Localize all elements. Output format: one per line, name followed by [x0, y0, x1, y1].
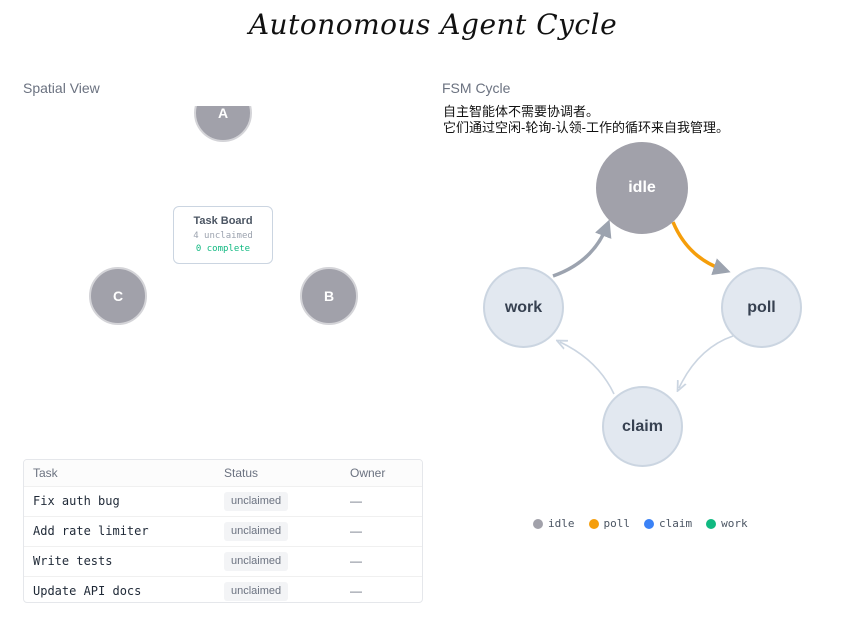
arrow-claim-to-work	[560, 342, 615, 395]
legend-item-poll: poll	[588, 517, 631, 530]
agent-label-b: B	[323, 288, 335, 304]
legend-dot-claim	[644, 518, 654, 529]
task-board[interactable]: Task Board 4 unclaimed 0 complete	[173, 206, 273, 264]
status-badge: unclaimed	[224, 522, 289, 541]
fsm-state-claim-label: claim	[622, 417, 663, 435]
legend-dot-idle	[533, 518, 543, 529]
fsm-note: 自主智能体不需要协调者。 它们通过空闲-轮询-认领-工作的循环来自我管理。	[443, 104, 729, 136]
legend-label-claim: claim	[659, 517, 693, 530]
agent-label-c: C	[112, 288, 124, 304]
table-header: Task Status Owner	[24, 460, 422, 487]
task-owner: —	[350, 554, 362, 568]
fsm-state-poll-label: poll	[747, 298, 776, 316]
table-row[interactable]: Write tests unclaimed —	[24, 547, 422, 577]
agent-node-c[interactable]: C	[89, 267, 147, 325]
legend-dot-work	[706, 518, 717, 529]
task-board-title: Task Board	[193, 215, 253, 227]
task-name: Write tests	[33, 554, 113, 568]
task-board-unclaimed: 4 unclaimed	[193, 231, 253, 241]
legend-item-idle: idle	[533, 517, 575, 530]
agent-label-a: A	[217, 105, 229, 121]
task-owner: —	[350, 494, 362, 508]
fsm-legend: idle poll claim work	[533, 517, 748, 530]
legend-label-work: work	[721, 517, 748, 530]
arrow-idle-to-poll	[671, 221, 731, 275]
task-owner: —	[350, 524, 362, 538]
fsm-state-idle-label: idle	[628, 179, 656, 196]
legend-label-idle: idle	[548, 517, 575, 530]
legend-item-claim: claim	[644, 517, 692, 530]
task-table: Task Status Owner Fix auth bug unclaimed…	[23, 459, 423, 603]
fsm-state-poll[interactable]: poll	[721, 267, 802, 348]
page-title: Autonomous Agent Cycle	[248, 8, 618, 41]
header-owner: Owner	[350, 466, 386, 480]
table-row[interactable]: Update API docs unclaimed —	[24, 577, 422, 602]
fsm-note-line-1: 自主智能体不需要协调者。	[443, 104, 600, 119]
header-status: Status	[224, 466, 259, 480]
task-name: Update API docs	[33, 584, 142, 598]
task-name: Add rate limiter	[33, 524, 149, 538]
agent-node-b[interactable]: B	[300, 267, 358, 325]
fsm-state-idle[interactable]: idle	[596, 142, 688, 234]
task-owner: —	[350, 584, 362, 598]
fsm-cycle-label: FSM Cycle	[442, 80, 511, 96]
fsm-state-work-label: work	[504, 298, 543, 316]
legend-item-work: work	[706, 517, 748, 530]
fsm-state-claim[interactable]: claim	[602, 386, 683, 467]
status-badge: unclaimed	[224, 582, 289, 601]
status-badge: unclaimed	[224, 552, 289, 571]
status-badge: unclaimed	[224, 492, 289, 511]
header-task: Task	[33, 466, 58, 480]
arrow-poll-to-claim	[679, 335, 734, 388]
legend-label-poll: poll	[603, 517, 631, 530]
fsm-note-line-2: 它们通过空闲-轮询-认领-工作的循环来自我管理。	[443, 120, 729, 135]
task-name: Fix auth bug	[33, 494, 120, 508]
fsm-state-work[interactable]: work	[483, 267, 564, 348]
legend-dot-poll	[588, 518, 599, 529]
table-row[interactable]: Fix auth bug unclaimed —	[24, 487, 422, 517]
spatial-view-label: Spatial View	[23, 80, 100, 96]
task-board-complete: 0 complete	[195, 244, 251, 254]
arrow-work-to-idle	[552, 219, 612, 278]
table-row[interactable]: Add rate limiter unclaimed —	[24, 517, 422, 547]
